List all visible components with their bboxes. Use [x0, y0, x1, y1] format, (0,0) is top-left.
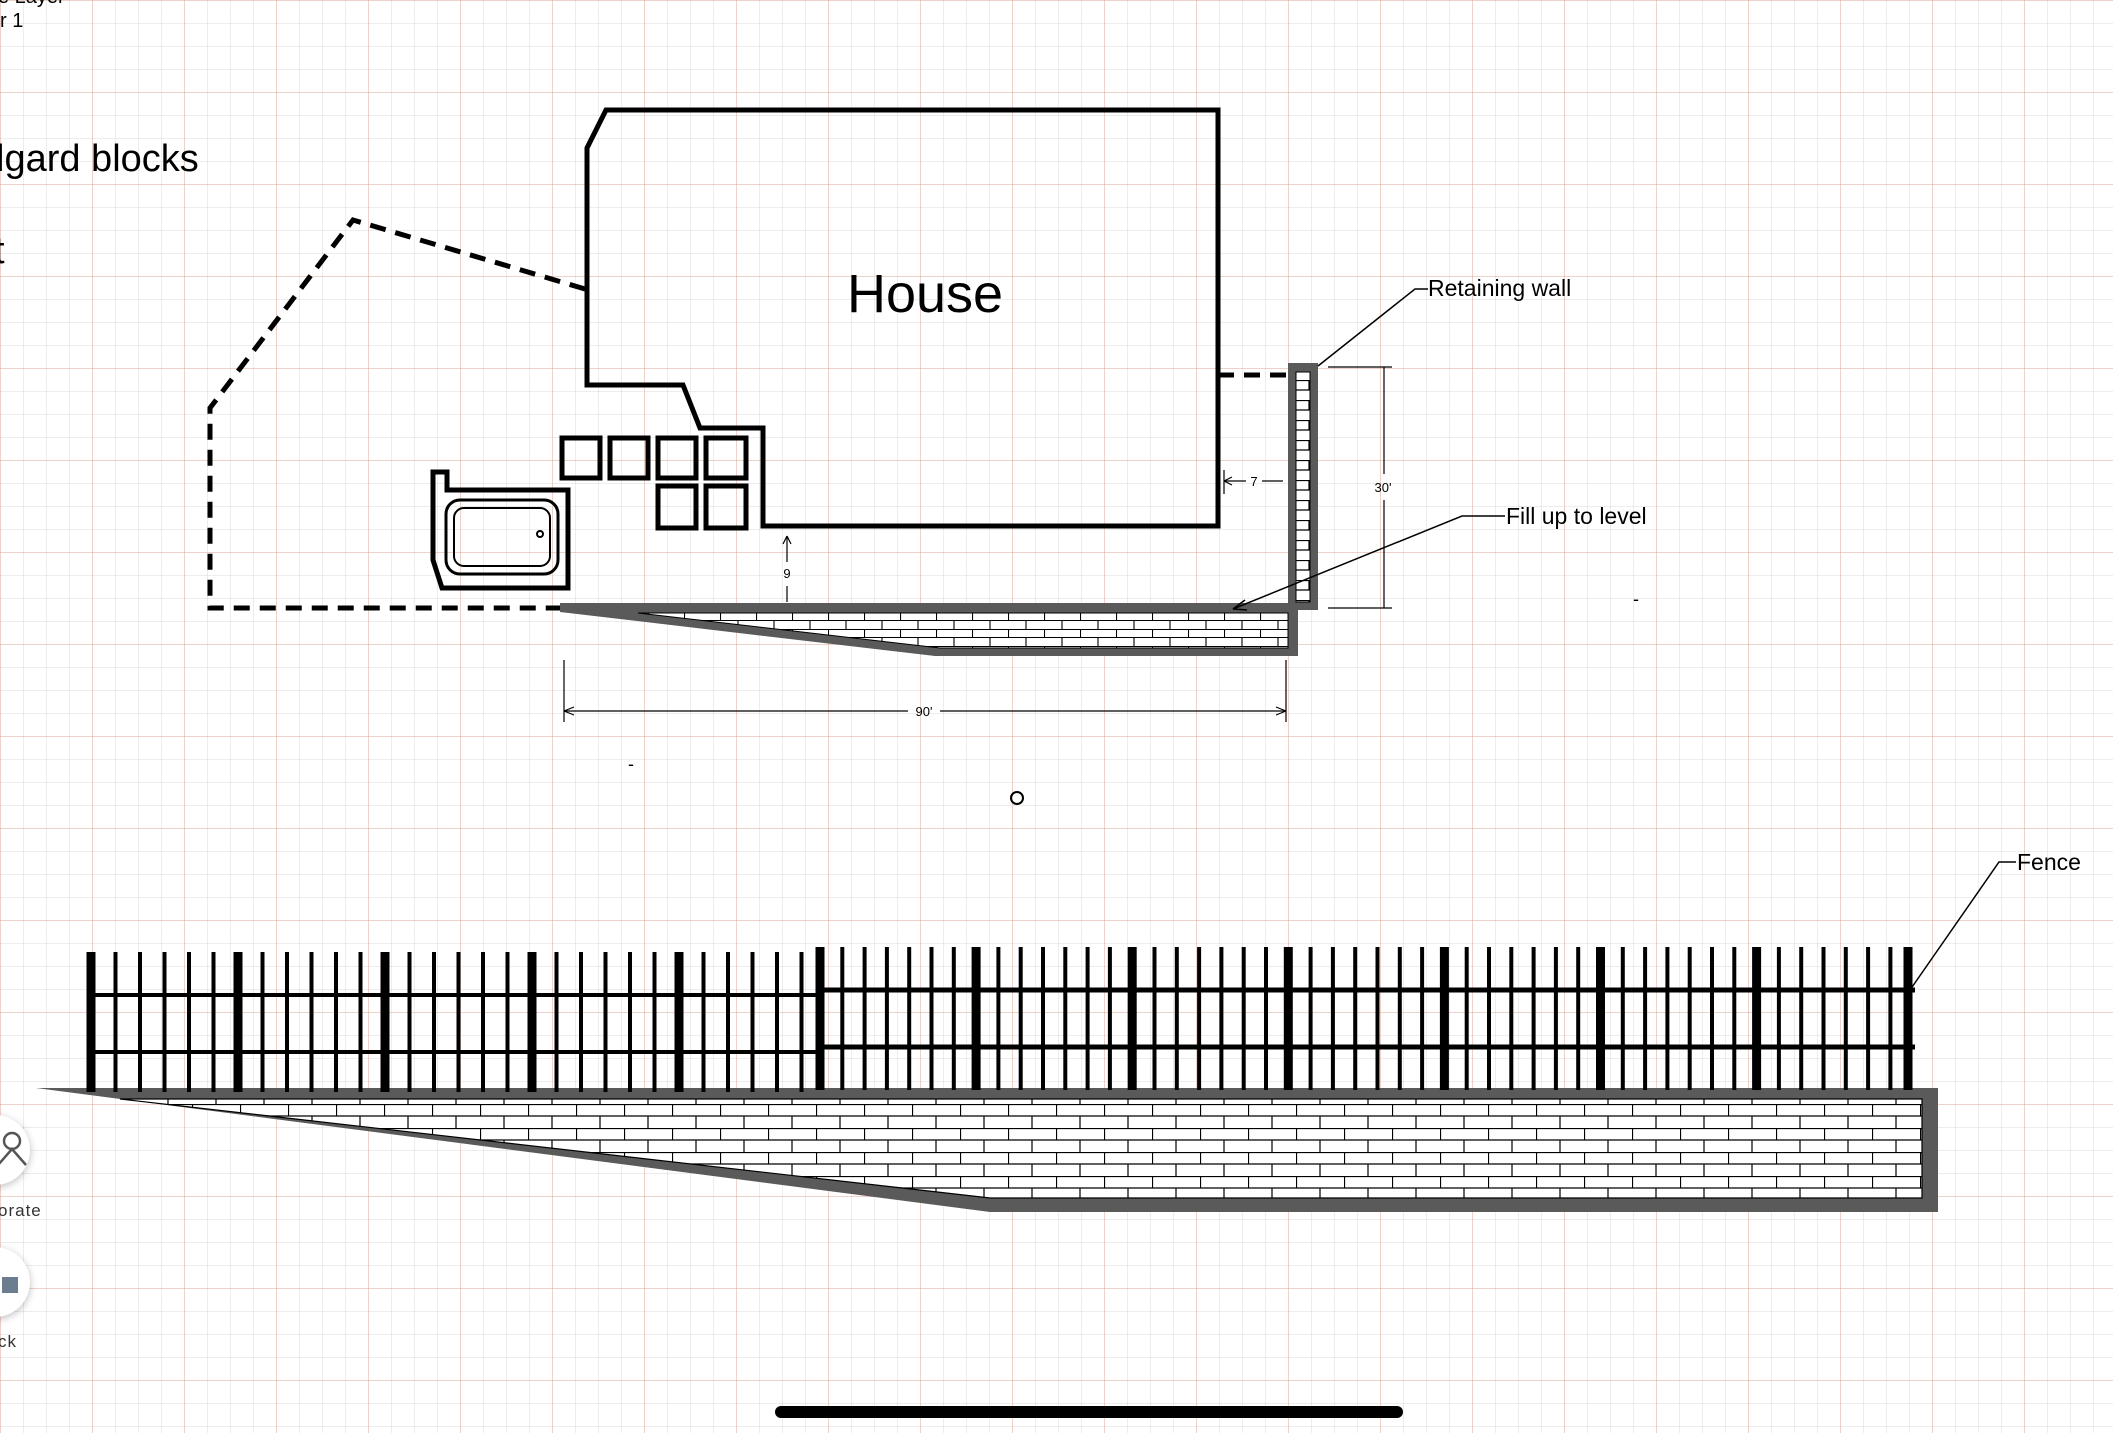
hot-tub[interactable]: [430, 469, 571, 591]
fence-label[interactable]: Fence: [2017, 849, 2081, 875]
dimension-7-label[interactable]: 7: [1250, 474, 1257, 489]
house-outline[interactable]: [584, 107, 1221, 529]
dimension-30-label[interactable]: 30': [1375, 480, 1392, 495]
note-text-fragment[interactable]: t: [0, 230, 5, 273]
retaining-wall-horizontal[interactable]: [560, 603, 1298, 656]
retaining-wall-vertical[interactable]: [1288, 363, 1318, 610]
dimension-90-label[interactable]: 90': [916, 704, 933, 719]
fence-callout-line[interactable]: [1909, 861, 2016, 991]
note-blocks-text[interactable]: lgard blocks: [0, 138, 199, 180]
collaborate-label: orate: [0, 1201, 42, 1220]
block-icon: [2, 1277, 18, 1293]
house-label[interactable]: House: [847, 264, 1003, 324]
collaborate-button[interactable]: [0, 1115, 30, 1185]
stray-dash-mark[interactable]: -: [1633, 589, 1639, 609]
block-button[interactable]: [0, 1247, 30, 1317]
fill-callout-line[interactable]: [1232, 515, 1505, 610]
fill-label[interactable]: Fill up to level: [1506, 503, 1647, 529]
fence[interactable]: [86, 947, 1915, 1092]
yard-boundary-dashed[interactable]: [207, 217, 586, 611]
layer-1-label[interactable]: r 1: [0, 10, 24, 32]
retaining-wall-callout-line[interactable]: [1317, 288, 1428, 367]
stray-circle-mark[interactable]: [1010, 791, 1024, 805]
dimension-30[interactable]: [1328, 366, 1392, 609]
dimension-9-label[interactable]: 9: [783, 566, 790, 581]
paver-blocks[interactable]: [559, 435, 749, 531]
retaining-wall-label[interactable]: Retaining wall: [1428, 275, 1571, 301]
dimension-7[interactable]: [1223, 470, 1283, 494]
block-label: ck: [0, 1332, 17, 1351]
person-icon: [0, 1131, 27, 1166]
retaining-wall-profile[interactable]: [36, 1088, 1938, 1212]
home-indicator[interactable]: [775, 1406, 1403, 1418]
stray-dash-mark-2[interactable]: -: [628, 754, 634, 774]
dimension-9[interactable]: [782, 535, 792, 602]
dimension-90[interactable]: [563, 660, 1287, 722]
layer-name-label[interactable]: e Layer: [0, 0, 65, 9]
